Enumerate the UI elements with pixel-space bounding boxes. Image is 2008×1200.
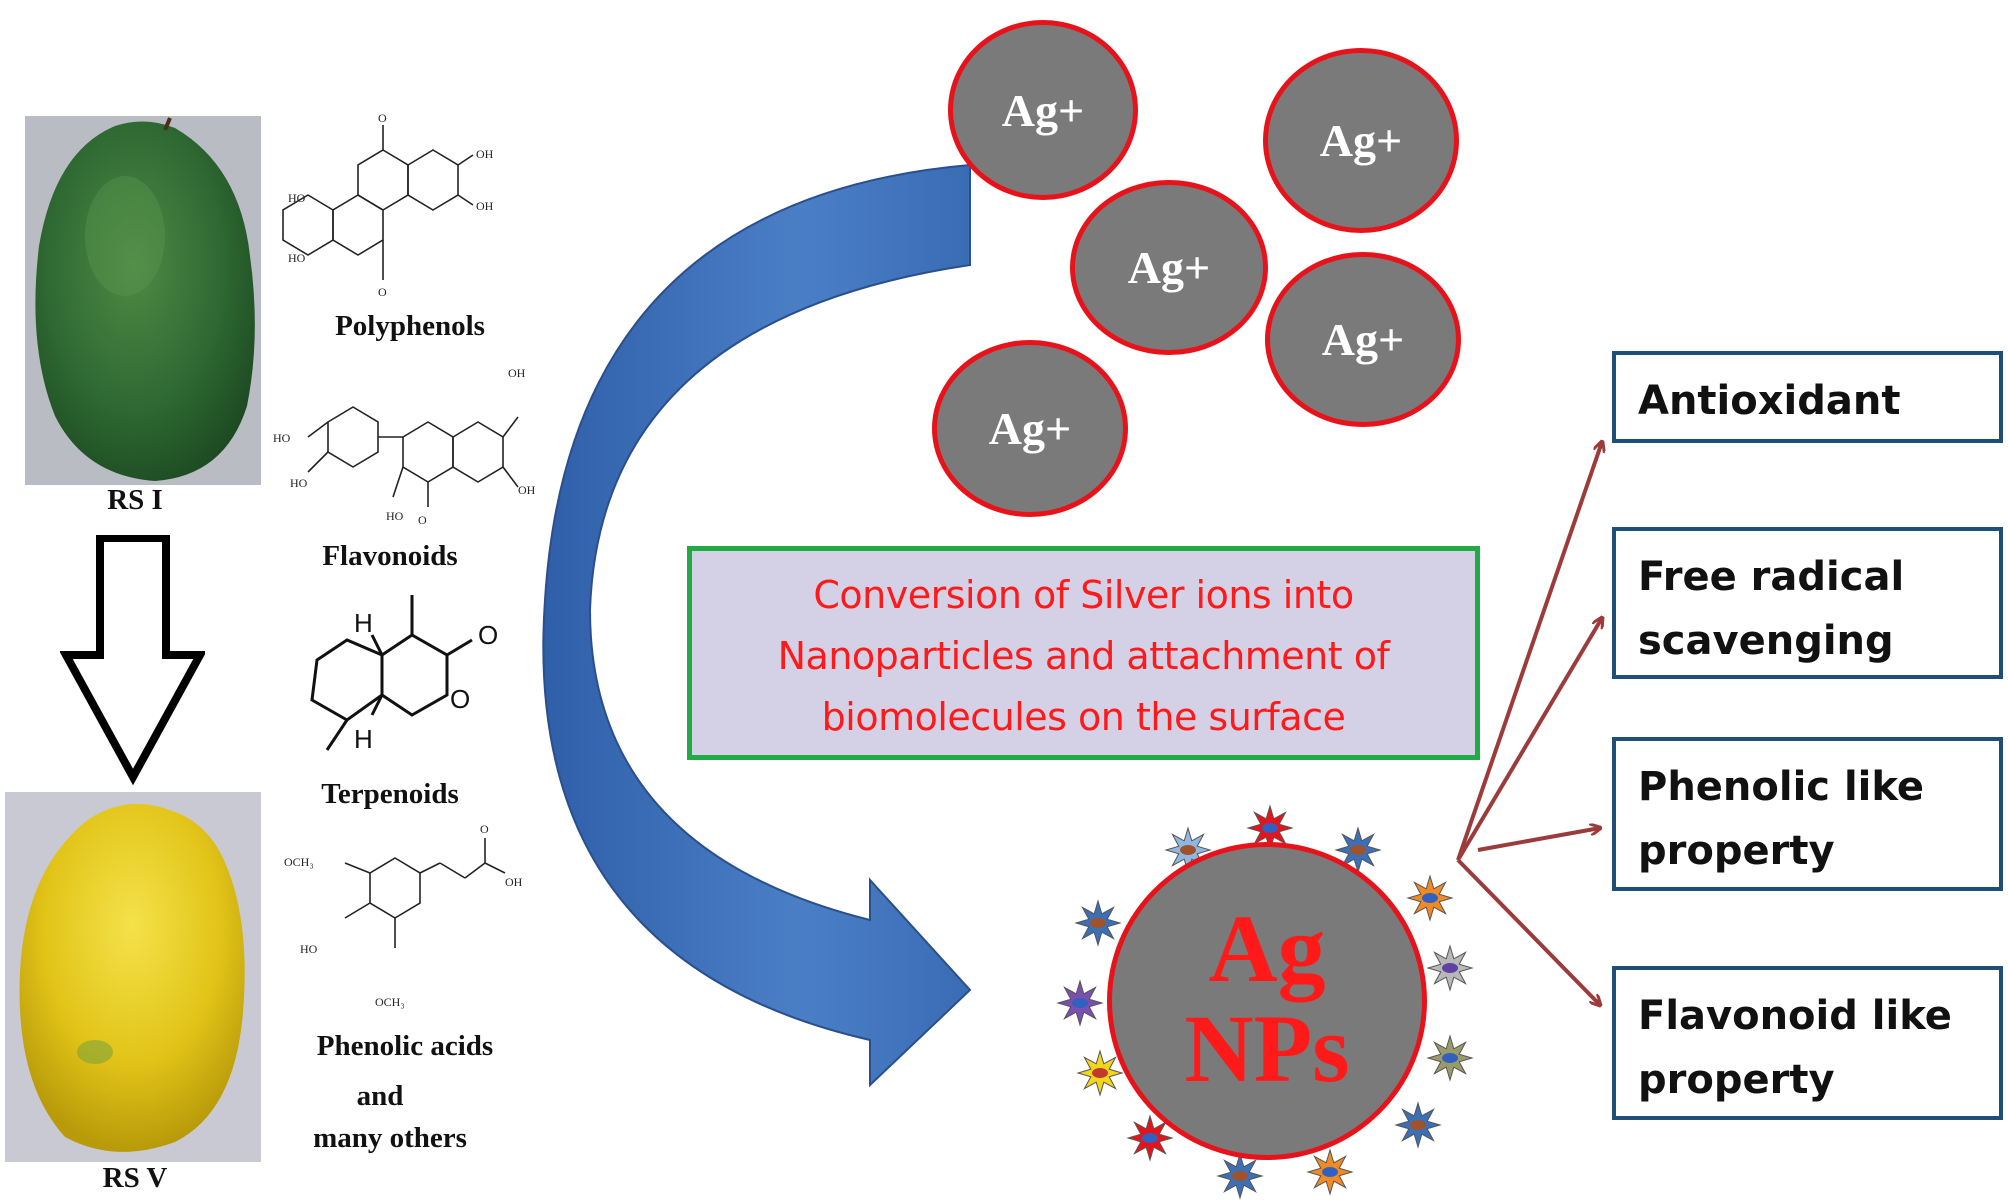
phenolic-like-line-2: property: [1638, 828, 1835, 874]
svg-text:O: O: [450, 684, 470, 714]
svg-text:OH: OH: [505, 875, 523, 889]
conversion-line-1: Conversion of Silver ions into: [813, 573, 1354, 617]
conversion-line-2: Nanoparticles and attachment of: [777, 634, 1390, 678]
flavonoid-like-line-1: Flavonoid like: [1638, 993, 1952, 1039]
silver-ion-label: Ag+: [1127, 242, 1211, 293]
flavonoids-label: Flavonoids: [322, 540, 458, 572]
many-others-label: many others: [313, 1122, 467, 1154]
svg-text:O: O: [480, 822, 489, 836]
biomolecule-flower: [1216, 1152, 1264, 1200]
svg-text:HO: HO: [386, 509, 404, 523]
nanoparticle-label-ag: Ag: [1208, 895, 1326, 1002]
svg-text:OCH₃: OCH₃: [375, 995, 405, 1009]
svg-text:HO: HO: [300, 942, 318, 956]
raw-stage-label: RS I: [107, 484, 163, 516]
svg-text:OH: OH: [508, 366, 526, 380]
biomolecule-flowers: [1056, 804, 1474, 1200]
svg-text:OH: OH: [476, 199, 494, 213]
ripe-mango-photo: [5, 792, 261, 1162]
raw-mango-photo: [25, 116, 261, 485]
antioxidant-label: Antioxidant: [1638, 378, 1901, 424]
polyphenols-label: Polyphenols: [335, 310, 485, 342]
biomolecule-flower: [1426, 944, 1474, 992]
svg-text:H: H: [354, 608, 373, 638]
svg-text:OH: OH: [476, 147, 494, 161]
biomolecule-flower: [1056, 979, 1104, 1027]
terpenoid-structure: H H O O: [310, 595, 498, 754]
ripe-stage-label: RS V: [102, 1162, 168, 1194]
free-radical-line-1: Free radical: [1638, 554, 1905, 600]
biomolecule-flower: [1394, 1101, 1442, 1149]
silver-nanoparticle: Ag NPs: [1107, 842, 1427, 1160]
phenolic-and-label: and: [356, 1080, 404, 1112]
svg-text:O: O: [418, 513, 427, 527]
biomolecule-flower: [1306, 1148, 1354, 1196]
svg-text:HO: HO: [288, 251, 306, 265]
property-branch-arrows: [1456, 420, 1630, 1020]
terpenoids-label: Terpenoids: [321, 778, 459, 810]
svg-text:HO: HO: [288, 191, 306, 205]
biomolecule-flower: [1426, 1034, 1474, 1082]
svg-text:O: O: [378, 285, 387, 299]
free-radical-line-2: scavenging: [1638, 618, 1894, 664]
svg-text:O: O: [378, 111, 387, 125]
phenolic-like-line-1: Phenolic like: [1638, 764, 1925, 810]
biomolecule-flower: [1406, 874, 1454, 922]
free-radical-box: Free radical scavenging: [1612, 527, 2003, 679]
phenolic-like-box: Phenolic like property: [1612, 737, 2003, 891]
silver-ion-5: Ag+: [932, 340, 1128, 517]
conversion-description-box: Conversion of Silver ions into Nanoparti…: [687, 546, 1480, 760]
flavonoid-structure: OH OH HO HO HO O: [273, 366, 536, 527]
conversion-line-3: biomolecules on the surface: [821, 695, 1346, 739]
polyphenol-structure: O OH OH HO HO O: [282, 111, 494, 299]
svg-text:H: H: [354, 724, 373, 754]
svg-text:OH: OH: [518, 483, 536, 497]
silver-ion-label: Ag+: [988, 403, 1072, 454]
svg-text:HO: HO: [273, 431, 291, 445]
biomolecule-flower: [1334, 826, 1382, 874]
phenolic-acid-structure: OCH₃ HO OCH₃ O OH: [284, 822, 523, 1009]
nanoparticle-label-nps: NPs: [1184, 995, 1350, 1102]
antioxidant-box: Antioxidant: [1612, 351, 2003, 443]
svg-text:HO: HO: [290, 476, 308, 490]
biomolecule-flower: [1126, 1114, 1174, 1162]
silver-ion-label: Ag+: [1321, 314, 1405, 365]
silver-ion-4: Ag+: [1265, 252, 1461, 427]
svg-text:OCH₃: OCH₃: [284, 855, 314, 869]
silver-ion-label: Ag+: [1319, 115, 1403, 166]
silver-ion-1: Ag+: [948, 20, 1138, 200]
flavonoid-like-line-2: property: [1638, 1057, 1835, 1103]
silver-ion-3: Ag+: [1070, 180, 1268, 355]
biomolecule-flower: [1076, 1049, 1124, 1097]
ripening-arrow: [60, 535, 205, 785]
flavonoid-like-box: Flavonoid like property: [1612, 966, 2003, 1120]
phenolic-acids-label: Phenolic acids: [316, 1030, 494, 1062]
conversion-curved-arrow: [542, 163, 972, 1088]
svg-text:O: O: [478, 620, 498, 650]
biomolecule-flower: [1246, 804, 1294, 852]
silver-ion-label: Ag+: [1001, 84, 1085, 136]
biomolecule-flower: [1074, 899, 1122, 947]
silver-ion-2: Ag+: [1263, 48, 1459, 233]
